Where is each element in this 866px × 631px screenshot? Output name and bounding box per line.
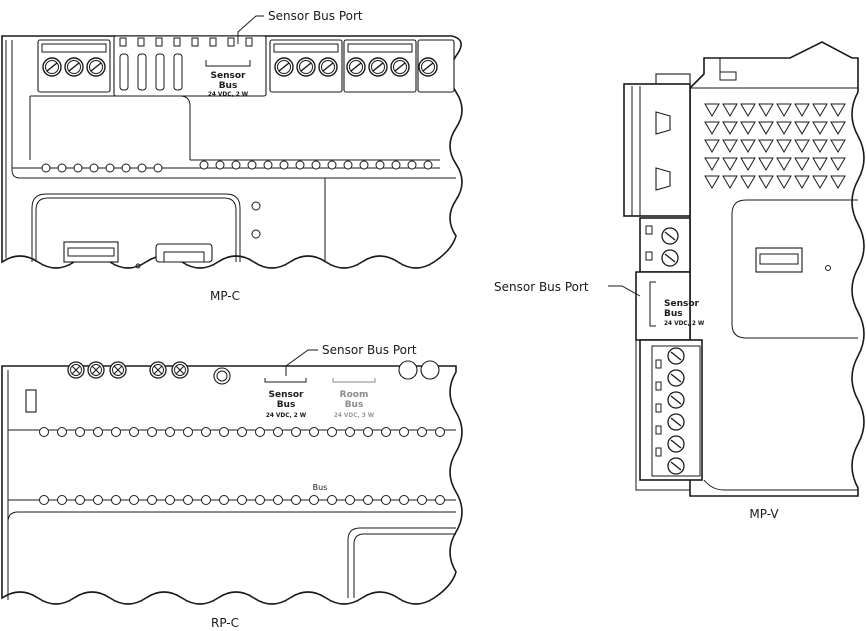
- mpv-port-line1: Sensor: [664, 299, 700, 309]
- rpc-room-spec: 24 VDC, 3 W: [334, 413, 375, 419]
- mpc-port-spec: 24 VDC, 2 W: [208, 92, 249, 98]
- mpv-callout-label: Sensor Bus Port: [494, 280, 589, 294]
- mpc-port-line2: Bus: [219, 81, 238, 91]
- mpv-caption: MP-V: [749, 507, 779, 521]
- rpc-bus-label: Bus: [313, 483, 328, 492]
- rpc-room-line2: Bus: [345, 400, 364, 410]
- rpc-room-line1: Room: [340, 390, 369, 400]
- mpc-device: Sensor Bus 24 VDC, 2 W: [1, 35, 463, 269]
- rpc-device: Sensor Bus 24 VDC, 2 W Room Bus 24 VDC, …: [1, 360, 463, 605]
- rpc-callout-label: Sensor Bus Port: [322, 343, 417, 357]
- rpc-callout-line: [285, 349, 318, 376]
- mpc-caption: MP-C: [210, 289, 240, 303]
- mpv-callout-line: [608, 285, 641, 297]
- mpc-port-line1: Sensor: [211, 71, 247, 81]
- rpc-sensor-line1: Sensor: [269, 390, 305, 400]
- mpv-device: Sensor Bus 24 VDC, 2 W: [623, 41, 865, 497]
- mpc-callout-line: [237, 15, 264, 44]
- rpc-sensor-spec: 24 VDC, 2 W: [266, 413, 307, 419]
- rpc-sensor-line2: Bus: [277, 400, 296, 410]
- rpc-caption: RP-C: [211, 616, 239, 630]
- mpc-callout-label: Sensor Bus Port: [268, 9, 363, 23]
- mpv-port-line2: Bus: [664, 309, 683, 319]
- mpv-port-spec: 24 VDC, 2 W: [664, 321, 705, 327]
